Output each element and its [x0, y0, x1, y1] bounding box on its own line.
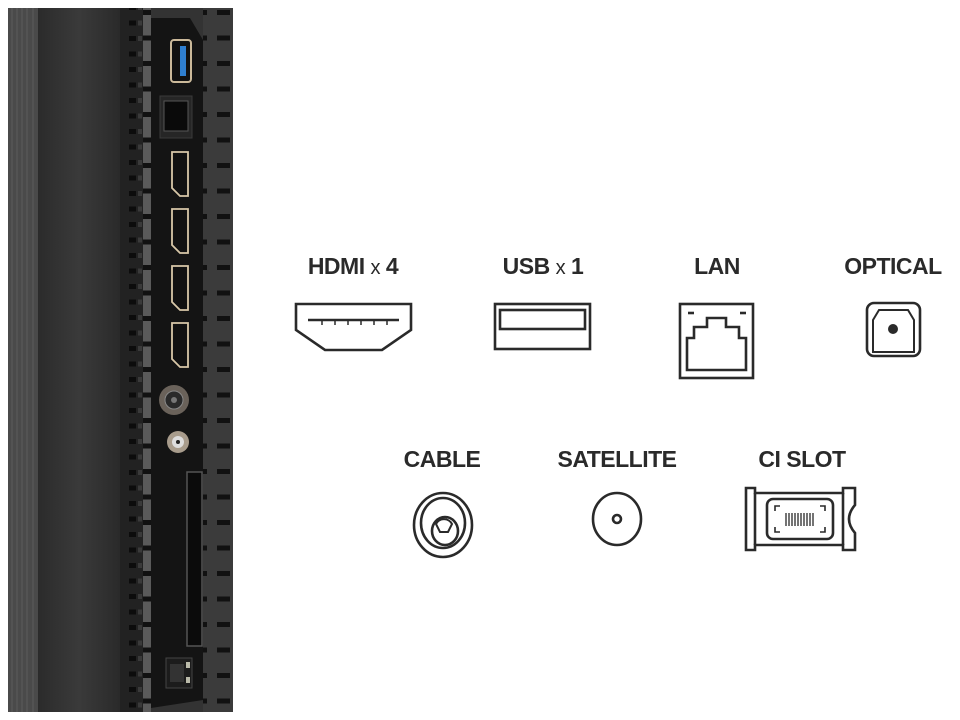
ci-slot-icon — [744, 486, 857, 552]
usb-port-photo — [170, 39, 192, 83]
satellite-icon — [591, 491, 643, 547]
ci-slot-label: CI SLOT — [758, 446, 846, 472]
lan-icon — [678, 302, 755, 380]
hdmi-icon — [294, 302, 413, 352]
lan-port-photo — [159, 95, 193, 139]
satellite-port-photo — [167, 431, 189, 453]
hdmi-ports-photo — [171, 151, 189, 368]
hdmi-label: HDMI x 4 — [308, 253, 399, 279]
lan-label: LAN — [694, 253, 740, 279]
optical-icon — [865, 301, 922, 358]
satellite-label: SATELLITE — [557, 446, 676, 472]
cable-label: CABLE — [404, 446, 481, 472]
cable-port-photo — [159, 385, 189, 415]
usb-icon — [493, 302, 592, 351]
optical-label: OPTICAL — [844, 253, 942, 279]
cable-icon — [412, 491, 474, 559]
usb-label: USB x 1 — [503, 253, 584, 279]
ci-slot-photo — [186, 471, 203, 647]
optical-port-photo — [165, 657, 193, 689]
tv-side-photo — [8, 8, 233, 712]
